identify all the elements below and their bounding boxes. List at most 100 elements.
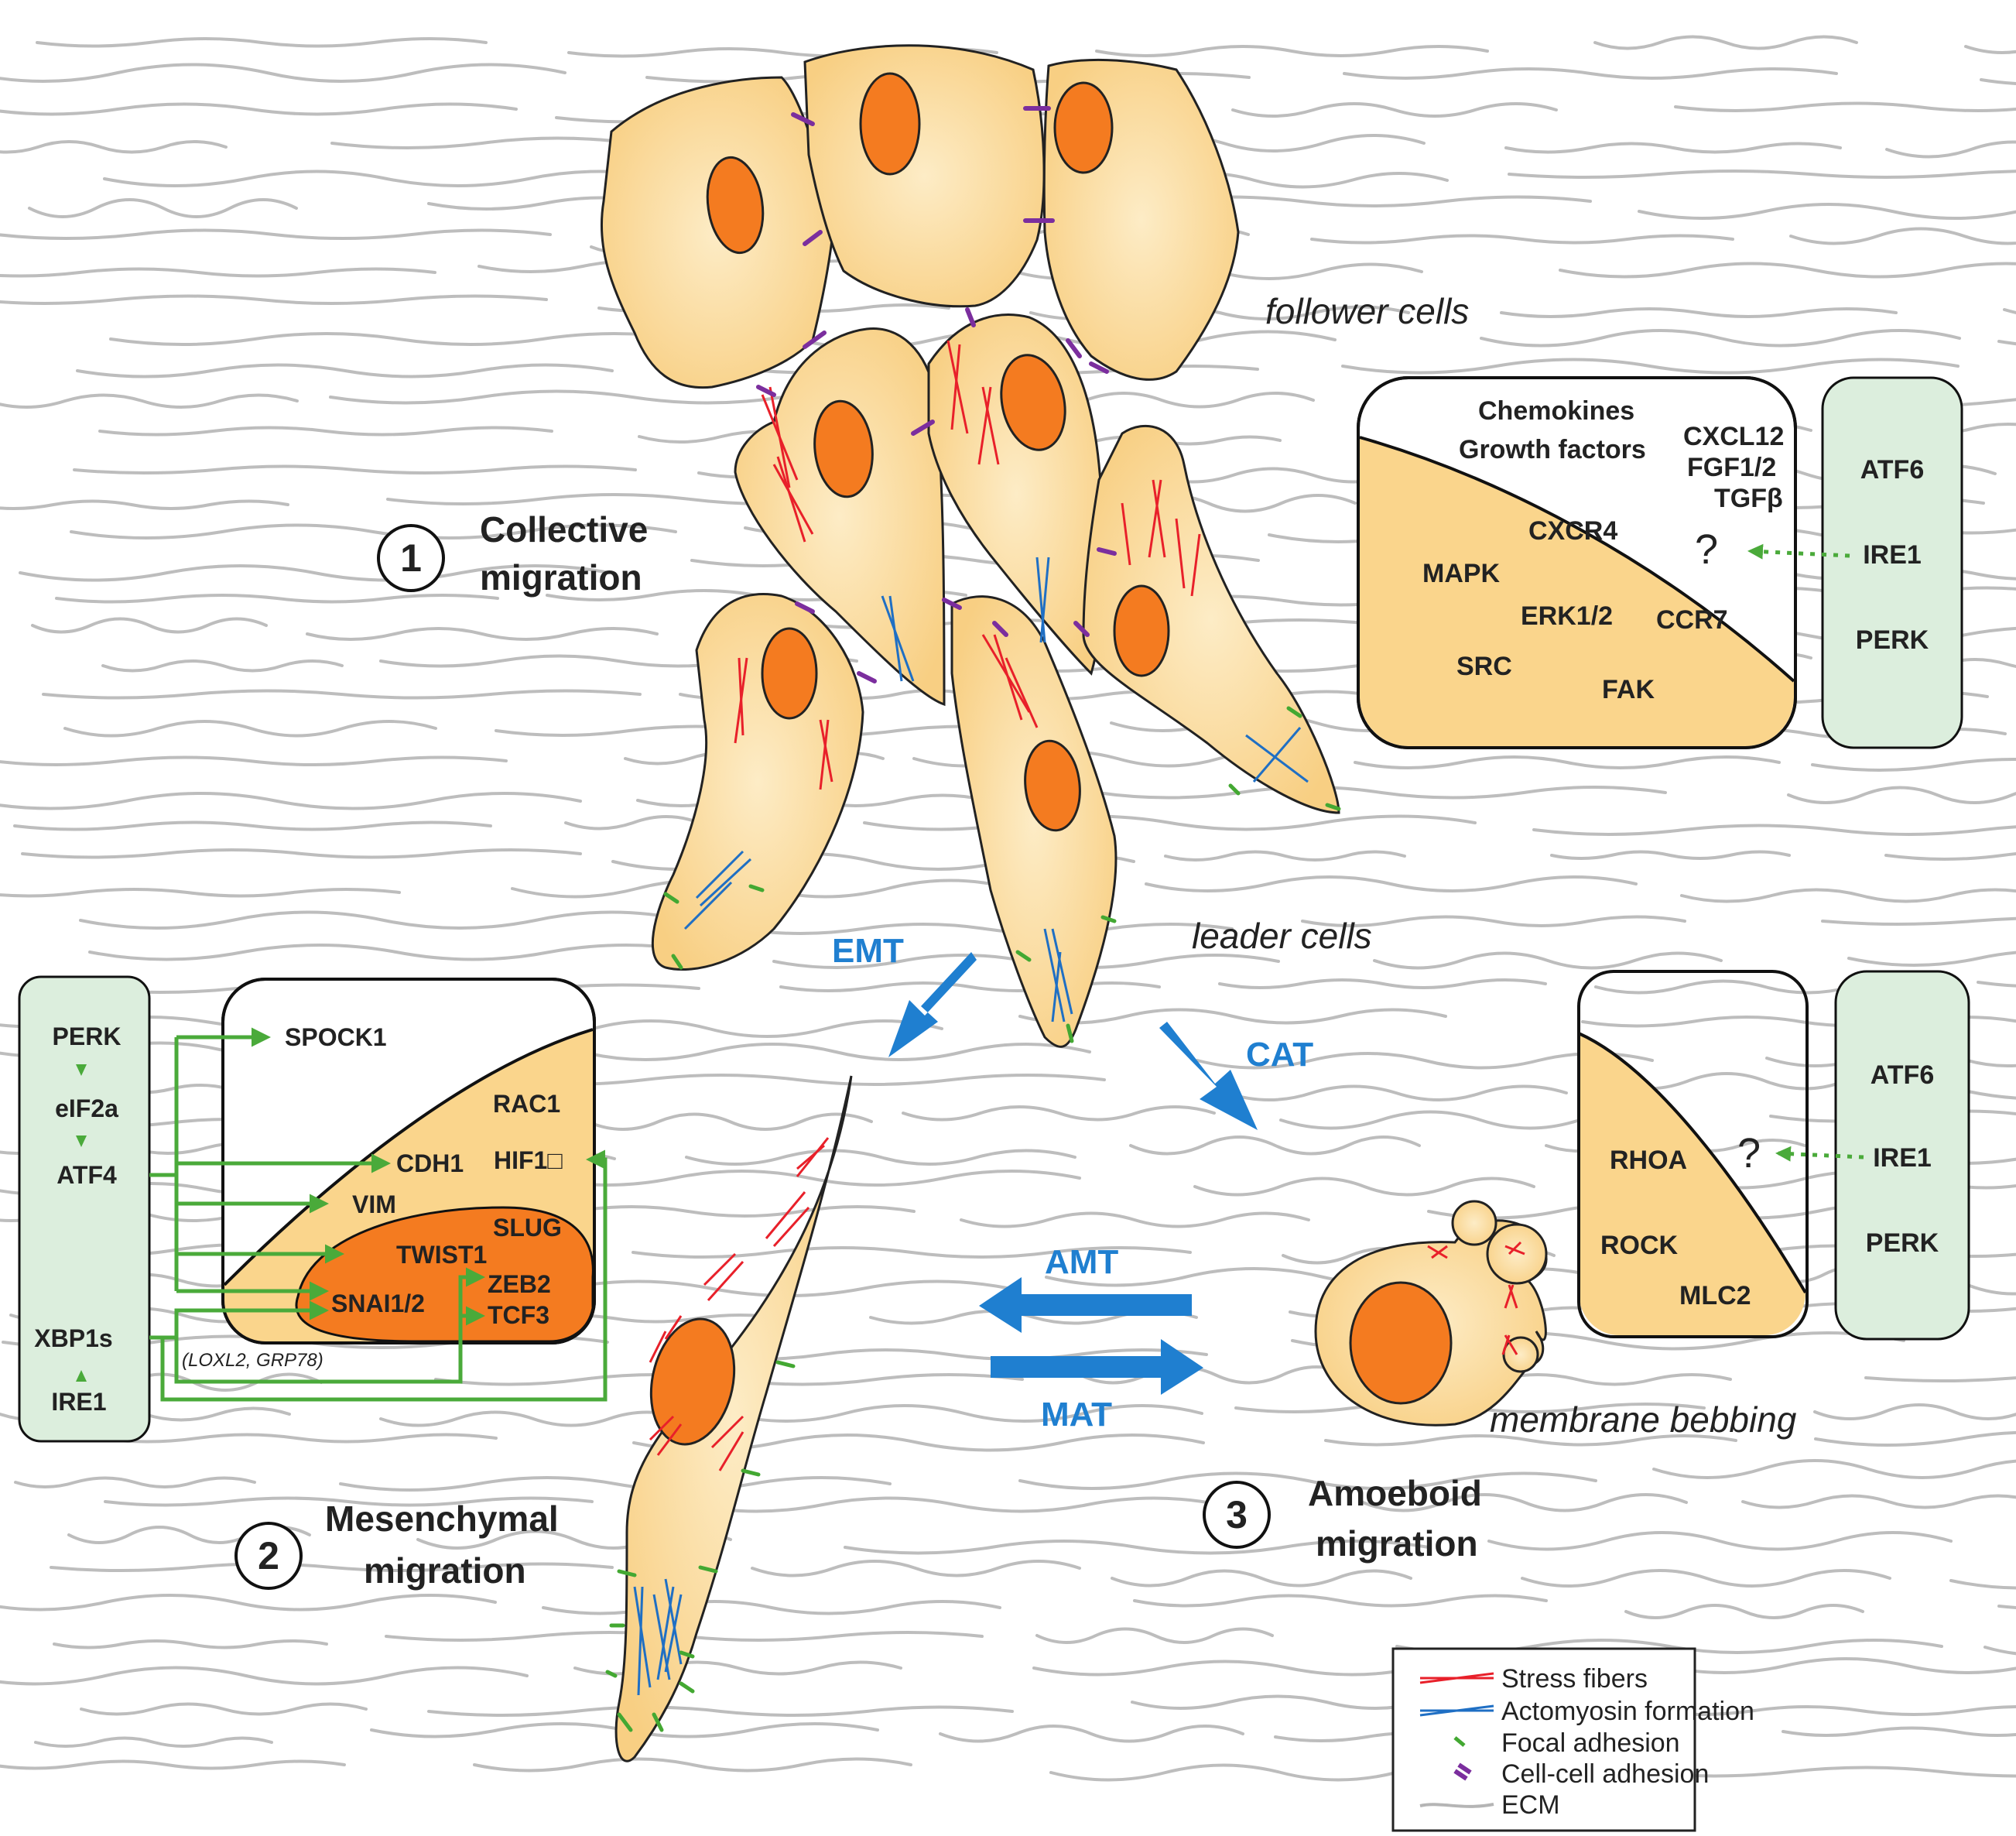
ecm-fiber xyxy=(1652,1459,2016,1479)
amoeboid-ire1: IRE1 xyxy=(1873,1143,1932,1173)
ecm-fiber xyxy=(0,393,299,409)
ecm-fiber xyxy=(1225,1084,1568,1101)
ecm-fiber xyxy=(21,848,582,859)
cat-arrow xyxy=(1159,1022,1258,1130)
ecm-fiber xyxy=(1310,234,1734,245)
hif1-label: HIF1□ xyxy=(494,1146,563,1174)
ecm-fiber xyxy=(1508,170,2016,179)
amoeboid-title-2: migration xyxy=(1316,1523,1478,1564)
tcf3-label: TCF3 xyxy=(488,1301,549,1329)
collective-perk: PERK xyxy=(1856,625,1929,655)
ecm-fiber xyxy=(1637,1766,2016,1778)
ecm-fiber xyxy=(0,1594,497,1612)
membrane-blebbing-label: membrane bebbing xyxy=(1490,1399,1797,1440)
ecm-fiber xyxy=(1782,1726,2016,1737)
ecm-fiber xyxy=(1977,981,2016,988)
leader-cell-3 xyxy=(1082,424,1340,814)
collective-title-2: migration xyxy=(480,557,642,598)
ecm-fiber xyxy=(1821,916,2016,926)
ecm-fiber xyxy=(751,1560,1081,1577)
mesenchymal-number: 2 xyxy=(258,1534,279,1577)
ecm-fiber xyxy=(13,820,492,831)
cell-cell-adhesions xyxy=(756,106,1117,683)
ecm-fiber xyxy=(0,228,552,240)
ecm-fiber xyxy=(1231,102,1558,118)
ecm-fiber xyxy=(1997,1605,2016,1609)
amoeboid-title-1: Amoeboid xyxy=(1308,1473,1482,1513)
ecm-fiber xyxy=(1964,45,2016,54)
ecm-fiber xyxy=(1559,262,2016,279)
nucleus xyxy=(1000,354,1066,451)
ecm-fiber xyxy=(1354,755,1781,769)
ecm-fiber xyxy=(1035,1627,1274,1644)
ecm-fiber xyxy=(36,37,488,48)
ecm-fiber xyxy=(96,1433,498,1444)
leader-cells-label: leader cells xyxy=(1192,916,1372,956)
ecm-fiber xyxy=(1111,1569,1412,1588)
ecm-fiber xyxy=(1343,67,1838,80)
snai-label: SNAI1/2 xyxy=(331,1290,425,1317)
ecm-fiber xyxy=(1847,951,2016,967)
ecm-fiber xyxy=(1885,140,2016,159)
twist1-label: TWIST1 xyxy=(396,1241,487,1269)
ecm-fiber xyxy=(1968,1284,2016,1296)
ecm-fiber xyxy=(738,923,1234,935)
ecm-fiber xyxy=(1196,1052,1654,1070)
erk-label: ERK1/2 xyxy=(1521,601,1613,631)
ecm-fiber xyxy=(101,659,344,673)
ecm-fiber xyxy=(1949,1579,2016,1590)
amoeboid-number: 3 xyxy=(1226,1493,1248,1536)
ecm-fiber xyxy=(725,1404,1203,1423)
spock1-label: SPOCK1 xyxy=(285,1023,387,1051)
ecm-fiber xyxy=(0,63,566,83)
nucleus xyxy=(1113,584,1170,677)
ecm-fiber xyxy=(1500,307,1898,318)
ecm-fiber xyxy=(0,140,228,154)
mes-ire1: IRE1 xyxy=(51,1388,106,1416)
ecm-fiber xyxy=(1662,1657,2016,1674)
cxcl12-label: CXCL12 xyxy=(1683,422,1784,451)
ecm-fiber xyxy=(779,981,1161,992)
ecm-fiber xyxy=(631,1246,1192,1259)
mesenchymal-title-2: migration xyxy=(364,1550,526,1591)
ecm-fiber xyxy=(1078,1365,1352,1385)
ecm-fiber xyxy=(0,755,508,766)
focal-adhesions-collective xyxy=(663,706,1341,1043)
ecm-fiber xyxy=(1193,1177,1535,1197)
ecm-fiber xyxy=(0,1759,346,1770)
amoeboid-perk: PERK xyxy=(1866,1228,1939,1258)
collective-question-mark: ? xyxy=(1695,526,1718,573)
mes-perk: PERK xyxy=(53,1022,122,1050)
ecm-fiber xyxy=(580,1043,1091,1061)
ecm-fiber xyxy=(1638,203,2016,220)
ecm-fiber xyxy=(73,464,637,474)
ecm-fiber xyxy=(960,1211,1310,1228)
ecm-fiber xyxy=(0,792,582,810)
mesenchymal-nucleus xyxy=(649,1317,736,1446)
ecm-fiber xyxy=(70,523,677,539)
ecm-fiber xyxy=(1145,875,1638,892)
ecm-fiber xyxy=(1901,1156,2016,1165)
ecm-fiber xyxy=(1341,358,1960,375)
collective-title-1: Collective xyxy=(480,509,648,550)
ecm-fiber xyxy=(2003,308,2016,314)
zeb2-label: ZEB2 xyxy=(488,1270,551,1298)
ecm-fiber xyxy=(490,1074,1106,1086)
follower-cells-label: follower cells xyxy=(1265,291,1469,331)
amoeboid-signaling-box xyxy=(1577,970,1809,1338)
mesenchymal-signaling-box xyxy=(221,978,596,1344)
collective-ire1-dotted-arrow xyxy=(1747,543,1850,560)
vim-label: VIM xyxy=(352,1190,396,1218)
ecm-fiber xyxy=(103,170,672,187)
ecm-fiber xyxy=(0,102,518,116)
cxcr4-label: CXCR4 xyxy=(1528,516,1617,546)
cat-label: CAT xyxy=(1246,1036,1313,1074)
slug-label: SLUG xyxy=(493,1214,562,1242)
legend-actomyosin: Actomyosin formation xyxy=(1501,1697,1754,1726)
ecm-fiber xyxy=(473,1757,912,1773)
nucleus xyxy=(1053,81,1114,174)
ecm-fiber xyxy=(379,1410,686,1427)
ecm-fiber xyxy=(1997,340,2016,346)
